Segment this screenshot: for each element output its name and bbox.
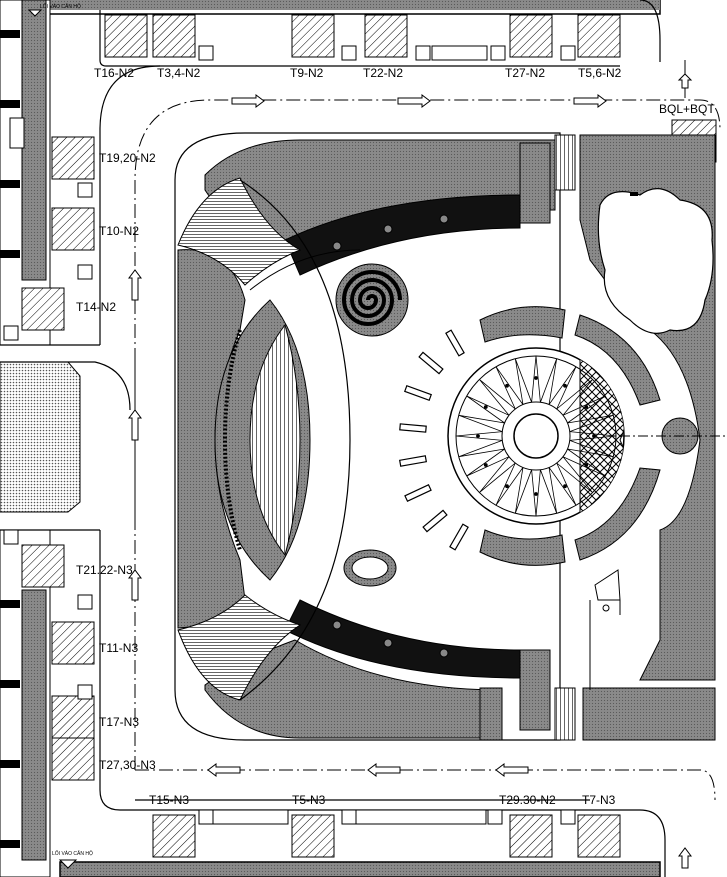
plaza-planters xyxy=(479,306,661,566)
plaza-dot xyxy=(483,463,488,467)
plaza-dot xyxy=(584,463,589,467)
label-t11-n3: T11-N3 xyxy=(99,641,138,655)
arrow-up-icon xyxy=(128,269,142,301)
left-dotted-block xyxy=(0,361,81,513)
label-t14-n2: T14-N2 xyxy=(76,300,116,314)
arrow-up-icon xyxy=(128,569,142,601)
plaza-benches xyxy=(398,329,469,551)
label-t16-n2: T16-N2 xyxy=(94,66,134,80)
plaza-dot xyxy=(483,405,488,409)
arrow-up-icon xyxy=(677,73,693,89)
plaza-dot xyxy=(505,383,509,388)
top-building-edge xyxy=(39,0,661,15)
arrow-up-icon xyxy=(128,409,142,441)
label-t27-n2: T27-N2 xyxy=(505,66,545,80)
label-t10-n2: T10-N2 xyxy=(99,224,139,238)
label-t19-20-n2: T19,20-N2 xyxy=(99,151,156,165)
label-t27-30-n3: T27,30-N3 xyxy=(99,758,156,772)
label-t21-22-n3: T21.22-N3 xyxy=(76,563,133,577)
road-centerline xyxy=(134,60,721,801)
arrow-left-icon xyxy=(207,763,241,777)
arrow-right-icon xyxy=(397,94,431,108)
road-arrows xyxy=(27,9,693,869)
arrow-down-icon xyxy=(58,859,78,869)
arrow-up-icon xyxy=(678,847,692,869)
right-service-block xyxy=(579,134,727,741)
plaza-dot xyxy=(563,383,567,388)
label-t17-n3: T17-N3 xyxy=(99,715,139,729)
label-t7-n3: T7-N3 xyxy=(582,793,616,807)
apartment-labels: T16-N2 T3,4-N2 T9-N2 T22-N2 T27-N2 T5,6-… xyxy=(40,3,715,857)
label-t9-n2: T9-N2 xyxy=(290,66,324,80)
arrow-down-icon xyxy=(27,9,43,17)
arrow-right-icon xyxy=(231,94,265,108)
plaza-dot xyxy=(534,492,538,496)
label-t5-n3: T5-N3 xyxy=(292,793,326,807)
plaza-dot xyxy=(592,434,596,438)
top-entrance-note: LỐI VÀO CĂN HỘ xyxy=(40,3,81,10)
bottom-tree-boxes xyxy=(152,809,621,858)
label-t5-6-n2: T5,6-N2 xyxy=(578,66,622,80)
spiral-feature xyxy=(335,263,409,337)
label-t3-4-n2: T3,4-N2 xyxy=(157,66,201,80)
plaza-dot xyxy=(584,405,589,409)
top-tree-boxes xyxy=(104,14,621,61)
arrow-right-icon xyxy=(573,94,607,108)
plaza-dot xyxy=(505,484,509,489)
left-tree-boxes xyxy=(3,136,95,781)
arrow-left-icon xyxy=(367,763,401,777)
label-t22-n2: T22-N2 xyxy=(363,66,403,80)
bottom-entrance-note: LỐI VÀO CĂN HỘ xyxy=(52,850,93,857)
plaza-sunburst xyxy=(455,355,617,517)
plaza-dot xyxy=(476,434,480,438)
label-t15-n3: T15-N3 xyxy=(149,793,189,807)
plaza-dot xyxy=(563,484,567,489)
label-t29-30-n2: T29.30-N2 xyxy=(499,793,556,807)
central-park xyxy=(174,132,576,741)
label-bql-bqt: BQL+BQT xyxy=(659,102,715,116)
plaza-dot xyxy=(534,376,538,380)
arrow-left-icon xyxy=(495,763,529,777)
bottom-building-edge xyxy=(59,861,661,877)
